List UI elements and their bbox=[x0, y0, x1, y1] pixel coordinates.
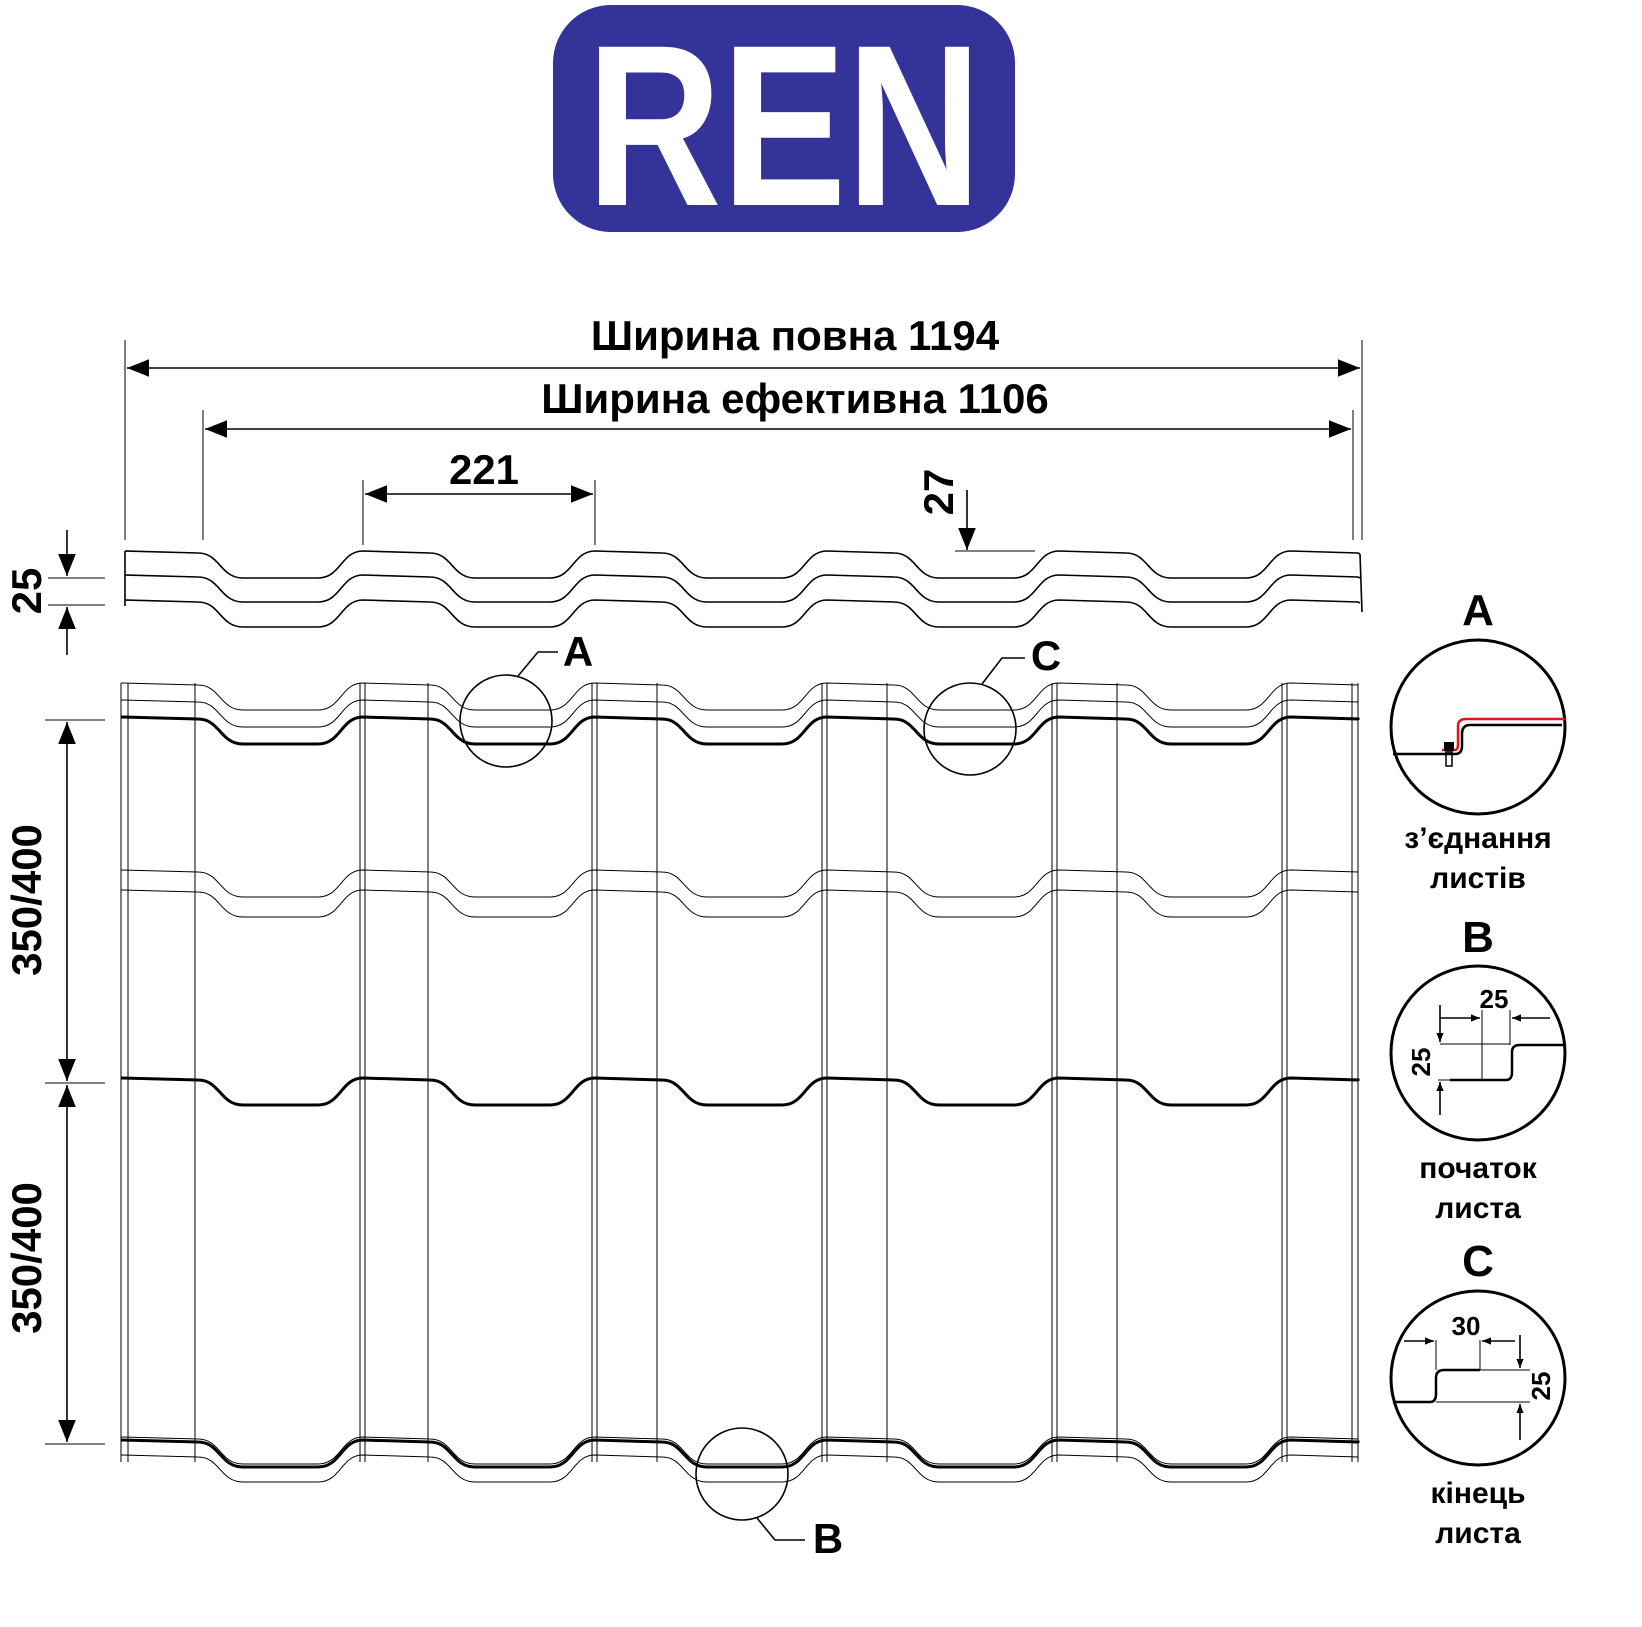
step-line bbox=[120, 1076, 1360, 1107]
detail-c-caption-2: листа bbox=[1435, 1517, 1521, 1550]
step-height-label: 25 bbox=[3, 568, 50, 615]
tile-contour-line bbox=[120, 699, 1359, 728]
profile-line bbox=[124, 599, 1361, 628]
tile-contour-line bbox=[120, 889, 1359, 918]
detail-a: A з’єднання листів bbox=[1389, 586, 1567, 895]
detail-c-dim-v: 25 bbox=[1526, 1372, 1556, 1401]
detail-a-letter: A bbox=[1462, 586, 1494, 635]
detail-b-dim-v: 25 bbox=[1406, 1048, 1436, 1077]
sheet-plan-view bbox=[120, 682, 1360, 1483]
tile-contour-line bbox=[120, 869, 1359, 898]
profile-section bbox=[124, 550, 1363, 628]
step-height-dimension: 25 bbox=[3, 530, 105, 655]
screw-icon bbox=[1444, 742, 1454, 751]
detail-c-letter: C bbox=[1462, 1237, 1494, 1286]
detail-a-caption-2: листів bbox=[1430, 862, 1526, 895]
profile-line bbox=[124, 574, 1361, 603]
profile-height-label: 27 bbox=[915, 469, 962, 516]
callout-b-label: B bbox=[813, 1515, 843, 1562]
profile-edge bbox=[124, 551, 1363, 613]
step-length-label-1: 350/400 bbox=[3, 824, 50, 976]
ren-logo: REN bbox=[553, 0, 1015, 254]
detail-b-dim-h: 25 bbox=[1480, 984, 1509, 1014]
tile-contour-line bbox=[120, 682, 1359, 711]
callout-a-label: A bbox=[563, 628, 593, 675]
callout-b: B bbox=[695, 1427, 843, 1562]
full-width-label: Ширина повна 1194 bbox=[591, 312, 1000, 359]
detail-c-caption-1: кінець bbox=[1430, 1477, 1525, 1510]
wave-pitch-label: 221 bbox=[449, 446, 519, 493]
step-length-dimensions: 350/400 350/400 bbox=[3, 719, 105, 1445]
callout-c: C bbox=[923, 632, 1061, 776]
step-line bbox=[120, 1438, 1360, 1469]
detail-a-caption-1: з’єднання bbox=[1404, 822, 1551, 855]
logo-text: REN bbox=[587, 0, 982, 254]
tile-contour-line bbox=[120, 1436, 1359, 1465]
detail-b-letter: B bbox=[1462, 913, 1494, 962]
profile-line bbox=[124, 550, 1361, 579]
detail-c: C 30 25 кінець листа bbox=[1389, 1237, 1567, 1550]
width-dimensions: Ширина повна 1194 Ширина ефективна 1106 … bbox=[124, 312, 1363, 579]
detail-b-caption-2: листа bbox=[1435, 1192, 1521, 1225]
step-line bbox=[120, 715, 1360, 746]
detail-b: B 25 25 початок листа bbox=[1389, 913, 1567, 1225]
detail-b-caption-1: початок bbox=[1419, 1152, 1537, 1185]
step-length-label-2: 350/400 bbox=[3, 1182, 50, 1334]
callout-c-label: C bbox=[1031, 632, 1061, 679]
detail-c-dim-h: 30 bbox=[1452, 1311, 1481, 1341]
effective-width-label: Ширина ефективна 1106 bbox=[541, 375, 1049, 422]
callout-a: A bbox=[459, 628, 593, 768]
tile-contour-line bbox=[120, 1454, 1359, 1483]
